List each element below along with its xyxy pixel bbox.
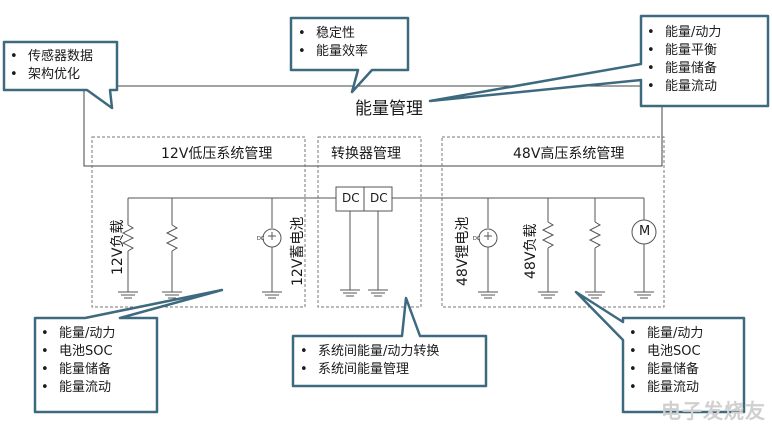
- callout-item: 能量储备: [647, 60, 721, 78]
- battery-12v-tiny-label: DC: [257, 236, 265, 242]
- callout-item: 能量/动力: [41, 325, 115, 343]
- resistor-48v-2: [585, 198, 605, 299]
- callout-item: 能量流动: [647, 78, 721, 96]
- callout-item: 能量储备: [629, 361, 703, 379]
- callout-item: 能量流动: [41, 379, 115, 397]
- main-frame: [83, 85, 663, 167]
- load-48v-label: 48V负载: [523, 223, 539, 279]
- low-voltage-box: [91, 136, 306, 308]
- callout-sensor: 传感器数据 架构优化: [10, 48, 93, 84]
- watermark: 电子发烧友: [661, 399, 766, 423]
- callout-item: 能量效率: [298, 43, 368, 61]
- converter-section-title: 转换器管理: [331, 146, 401, 162]
- callout-item: 能量流动: [629, 379, 703, 397]
- callout-item: 传感器数据: [10, 48, 93, 66]
- battery-48v-tiny-label: DC: [473, 236, 481, 242]
- high-voltage-section-title: 48V高压系统管理: [513, 146, 625, 162]
- battery-48v-source: [478, 198, 498, 299]
- battery-48v-label: 48V锂电池: [455, 216, 471, 286]
- resistor-48v-load: [538, 198, 558, 299]
- motor-symbol: [631, 198, 657, 299]
- callout-item: 架构优化: [10, 66, 93, 84]
- callout-item: 能量储备: [41, 361, 115, 379]
- callout-item: 电池SOC: [41, 343, 115, 361]
- callout-item: 系统间能量管理: [300, 361, 439, 379]
- battery-12v-label: 12V蓄电池: [290, 216, 306, 286]
- callout-item: 系统间能量/动力转换: [300, 343, 439, 361]
- battery-12v-source: [262, 198, 282, 299]
- high-voltage-box: [441, 136, 665, 308]
- callout-item: 稳定性: [298, 25, 368, 43]
- callout-energy-left: 能量/动力 电池SOC 能量储备 能量流动: [41, 325, 115, 397]
- callout-item: 电池SOC: [629, 343, 703, 361]
- ground-symbol: [368, 289, 388, 297]
- callout-item: 能量/动力: [647, 24, 721, 42]
- ground-symbol: [340, 289, 360, 297]
- load-12v-label: 12V负载: [110, 219, 126, 275]
- callout-stability: 稳定性 能量效率: [298, 25, 368, 61]
- main-title: 能量管理: [355, 99, 423, 119]
- dc-block-2: [363, 186, 393, 212]
- callout-item: 能量平衡: [647, 42, 721, 60]
- motor-label: M: [639, 224, 651, 239]
- converter-box: [317, 136, 422, 308]
- callout-energy-right: 能量/动力 电池SOC 能量储备 能量流动: [629, 325, 703, 397]
- dc-label-2: DC: [370, 191, 388, 205]
- resistor-12v-load: [118, 198, 138, 299]
- low-voltage-section-title: 12V低压系统管理: [161, 146, 273, 162]
- callout-converter: 系统间能量/动力转换 系统间能量管理: [300, 343, 439, 379]
- dc-label-1: DC: [342, 191, 360, 205]
- callout-energy-top: 能量/动力 能量平衡 能量储备 能量流动: [647, 24, 721, 96]
- callout-item: 能量/动力: [629, 325, 703, 343]
- resistor-12v-2: [162, 198, 182, 299]
